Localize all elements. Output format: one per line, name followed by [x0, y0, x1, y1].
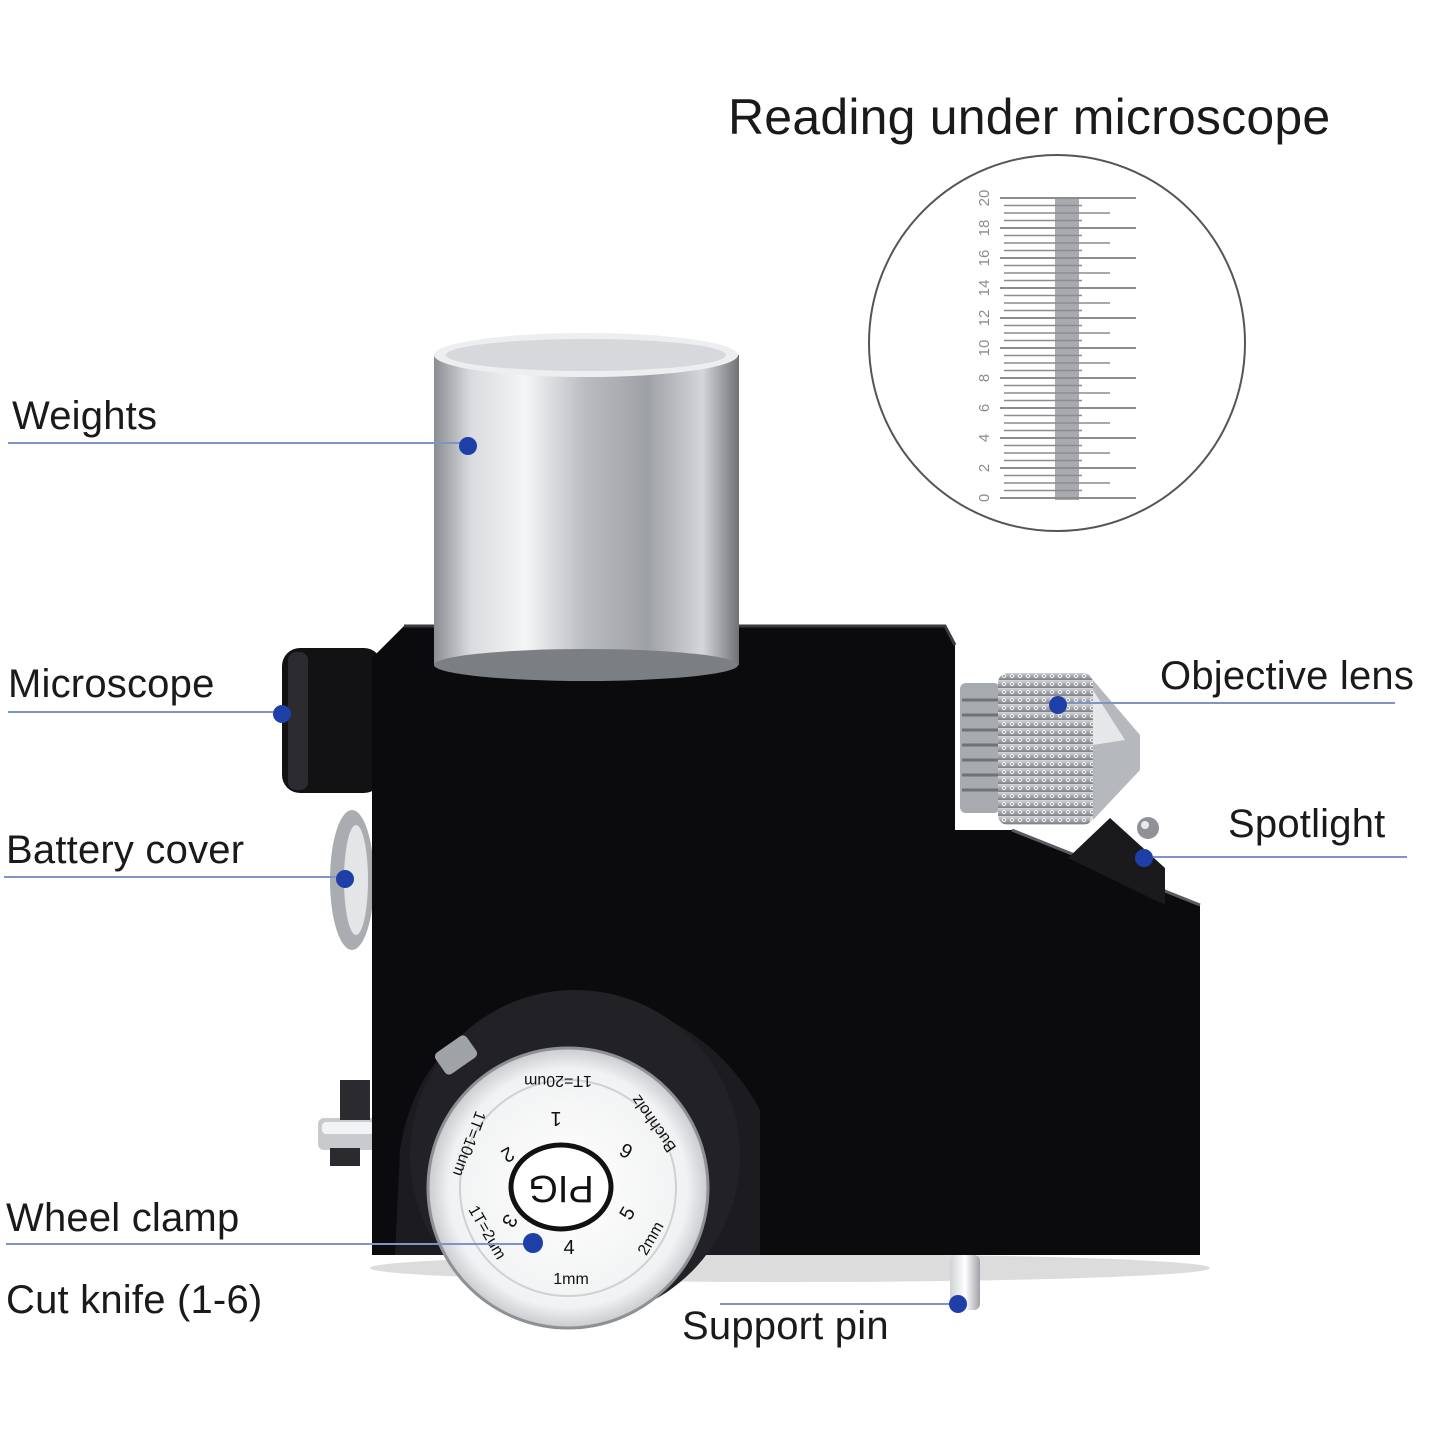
reticle-scale-label: 8 [976, 374, 993, 382]
wheel-number-4: 4 [563, 1237, 574, 1259]
reticle-scale-label: 0 [976, 494, 993, 502]
reticle-scale-label: 20 [976, 190, 993, 207]
battery-cover-label: Battery cover [6, 828, 245, 872]
spotlight-housing [1068, 818, 1165, 905]
wheel-center-text: PIG [528, 1167, 593, 1209]
weights-dot [459, 437, 477, 455]
spotlight-led [1137, 817, 1159, 839]
support-pin-dot [949, 1295, 967, 1313]
objective-lens [960, 673, 1140, 825]
reticle-scale-label: 10 [976, 340, 993, 357]
battery-cover-dot [336, 870, 354, 888]
reticle-scale-label: 12 [976, 310, 993, 327]
reticle-scale-label: 14 [976, 280, 993, 297]
wheel-ring-bottom: 1mm [553, 1271, 589, 1288]
wheel-ring-top: 1T=20um [524, 1072, 592, 1089]
reticle-scale-label: 2 [976, 464, 993, 472]
wheel-clamp-dot [523, 1233, 543, 1253]
cut-knife-label: Cut knife (1-6) [6, 1278, 263, 1322]
reticle-scale: 0 2 4 6 8 10 12 14 16 18 20 [976, 190, 1136, 502]
wheel-clamp-label: Wheel clamp [6, 1196, 240, 1240]
reticle-view: 0 2 4 6 8 10 12 14 16 18 20 [868, 154, 1246, 532]
weights-label: Weights [12, 394, 158, 438]
reticle-scale-label: 4 [976, 434, 993, 442]
spotlight-label: Spotlight [1228, 802, 1386, 846]
weight-cylinder [434, 333, 739, 681]
spotlight-dot [1135, 849, 1153, 867]
objective-lens-dot [1049, 696, 1067, 714]
reticle-scale-label: 18 [976, 220, 993, 237]
callout-dots [273, 437, 1153, 1313]
wheel-clamp-lever [318, 1080, 378, 1166]
reticle-title: Reading under microscope [728, 89, 1331, 145]
objective-lens-label: Objective lens [1160, 654, 1415, 698]
microscope-label: Microscope [8, 662, 215, 706]
reticle-scale-label: 16 [976, 250, 993, 267]
microscope-dot [273, 705, 291, 723]
reticle-scale-label: 6 [976, 404, 993, 412]
leader-lines [4, 442, 1407, 1305]
support-pin-label: Support pin [682, 1304, 889, 1348]
wheel-number-1: 1 [550, 1107, 561, 1129]
cut-knife-wheel: PIG 1 2 3 4 5 6 1T=20um Buchholz 1T=10um… [426, 1046, 710, 1330]
